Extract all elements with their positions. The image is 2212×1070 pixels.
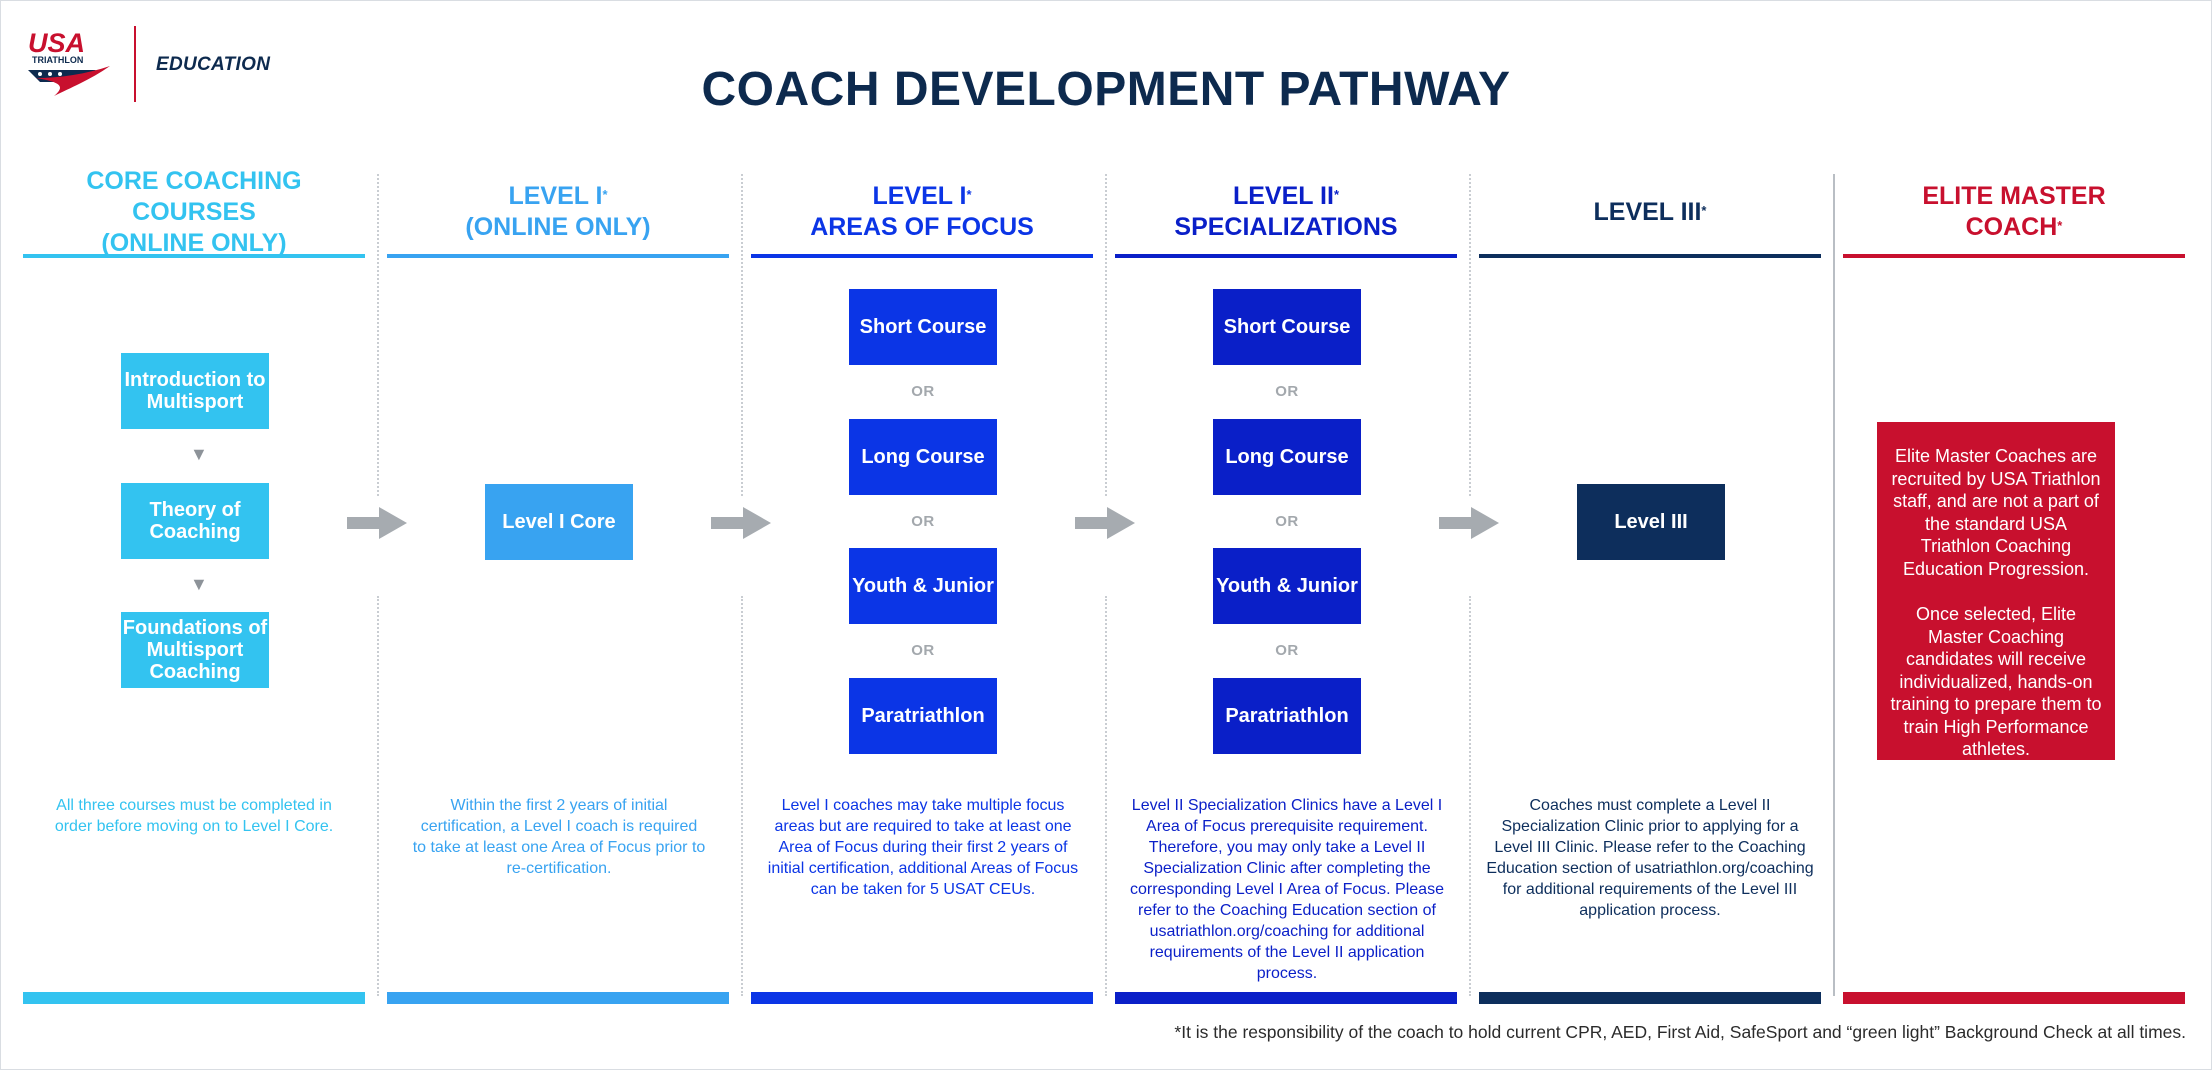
column-separator	[377, 174, 379, 496]
column-rule	[1843, 254, 2185, 258]
or-label: OR	[1275, 513, 1299, 530]
column-separator	[1105, 596, 1107, 996]
core-note: All three courses must be completed in o…	[54, 797, 334, 835]
column-title: LEVEL I*(ONLINE ONLY)	[465, 182, 651, 241]
column-rule	[1115, 254, 1457, 258]
spec-paratriathlon: Paratriathlon	[1213, 678, 1361, 754]
focus-short-course: Short Course	[849, 289, 997, 365]
column-separator	[1469, 596, 1471, 996]
right-arrow-icon	[347, 507, 407, 539]
column-title: LEVEL II*SPECIALIZATIONS	[1174, 182, 1398, 241]
column-separator	[1105, 174, 1107, 496]
column-specializations: LEVEL II*SPECIALIZATIONS	[1115, 170, 1457, 258]
column-separator	[741, 596, 743, 996]
page-title: COACH DEVELOPMENT PATHWAY	[701, 63, 1511, 116]
level1-note: Within the first 2 years of initial cert…	[412, 797, 706, 877]
spec-short-course: Short Course	[1213, 289, 1361, 365]
column-rule	[387, 254, 729, 258]
elite-bottom-bar	[1843, 992, 2185, 1004]
column-rule	[751, 254, 1093, 258]
spec-note: Level II Specialization Clinics have a L…	[1130, 797, 1444, 982]
elite-paragraph: Once selected, Elite Master Coaching can…	[1890, 604, 2102, 759]
elite-description-box: Elite Master Coaches are recruited by US…	[1877, 422, 2115, 760]
level3-bottom-bar	[1479, 992, 1821, 1004]
column-areas-of-focus: LEVEL I*AREAS OF FOCUS	[751, 170, 1093, 258]
focus-long-course: Long Course	[849, 419, 997, 495]
column-core: CORE COACHING COURSES(ONLINE ONLY)	[23, 166, 365, 258]
level3-box: Level III	[1577, 484, 1725, 560]
core-course-intro: Introduction to Multisport	[121, 353, 269, 429]
core-bottom-bar	[23, 992, 365, 1004]
spec-long-course: Long Course	[1213, 419, 1361, 495]
column-level3: LEVEL III*	[1479, 170, 1821, 258]
logo-name-text: USA	[28, 28, 85, 58]
or-label: OR	[1275, 383, 1299, 400]
column-separator	[1469, 174, 1471, 496]
column-rule	[23, 254, 365, 258]
column-separator	[741, 174, 743, 496]
or-label: OR	[911, 383, 935, 400]
logo-sub-text: TRIATHLON	[32, 55, 83, 65]
or-label: OR	[1275, 642, 1299, 659]
column-title: LEVEL I*AREAS OF FOCUS	[810, 182, 1034, 241]
footnote: *It is the responsibility of the coach t…	[1174, 1022, 2186, 1042]
column-rule	[1479, 254, 1821, 258]
spec-youth-junior: Youth & Junior	[1213, 548, 1361, 624]
column-level1: LEVEL I*(ONLINE ONLY)	[387, 170, 729, 258]
right-arrow-icon	[711, 507, 771, 539]
focus-youth-junior: Youth & Junior	[849, 548, 997, 624]
logo-divider	[134, 26, 136, 102]
or-label: OR	[911, 642, 935, 659]
right-arrow-icon	[1075, 507, 1135, 539]
right-arrow-icon	[1439, 507, 1499, 539]
focus-note: Level I coaches may take multiple focus …	[767, 797, 1079, 898]
level3-note: Coaches must complete a Level II Special…	[1486, 797, 1814, 919]
down-arrow-icon: ▼	[190, 574, 208, 594]
column-title: CORE COACHING COURSES(ONLINE ONLY)	[86, 166, 302, 257]
core-course-foundations: Foundations of Multisport Coaching	[121, 612, 269, 688]
elite-paragraph: Elite Master Coaches are recruited by US…	[1891, 446, 2101, 579]
level1-bottom-bar	[387, 992, 729, 1004]
column-separator	[377, 596, 379, 996]
usa-triathlon-logo: USA TRIATHLON	[28, 28, 110, 96]
focus-paratriathlon: Paratriathlon	[849, 678, 997, 754]
education-label: EDUCATION	[156, 54, 271, 75]
column-title: LEVEL III*	[1593, 197, 1707, 226]
spec-bottom-bar	[1115, 992, 1457, 1004]
core-course-theory: Theory of Coaching	[121, 483, 269, 559]
focus-bottom-bar	[751, 992, 1093, 1004]
level1-core-box: Level I Core	[485, 484, 633, 560]
or-label: OR	[911, 513, 935, 530]
elite-column-separator	[1833, 174, 1835, 996]
down-arrow-icon: ▼	[190, 444, 208, 464]
